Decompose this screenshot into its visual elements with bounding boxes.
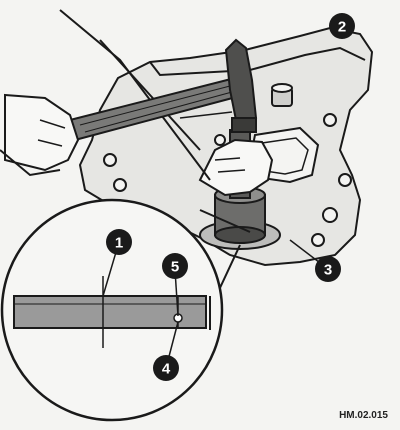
svg-text:4: 4 [162,361,171,378]
svg-text:2: 2 [338,19,346,36]
callout-5: 5 [162,253,188,279]
hand-holding-hammer [0,93,80,177]
callout-4: 4 [153,355,179,381]
figure-code: HM.02.015 [339,410,388,421]
svg-text:3: 3 [324,262,332,279]
svg-text:5: 5 [171,259,179,276]
callout-1: 1 [106,229,132,255]
hand-holding-drift [59,9,274,197]
callout-3: 3 [315,256,341,282]
seal-section [13,295,207,329]
callout-2: 2 [329,13,355,39]
svg-text:1: 1 [115,235,123,252]
